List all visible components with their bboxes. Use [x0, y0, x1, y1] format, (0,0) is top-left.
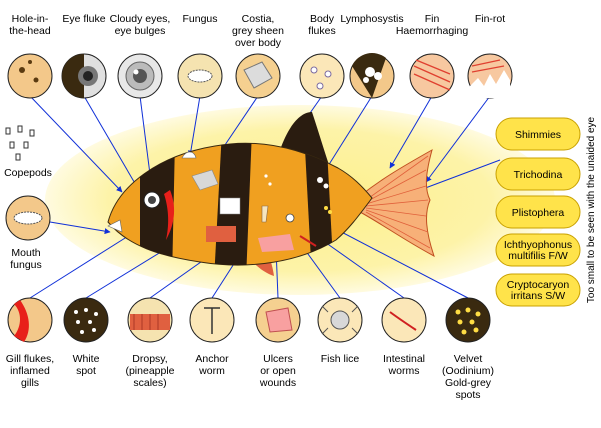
arrow-to-fish-lines — [419, 159, 501, 191]
inflamed-gill — [164, 190, 175, 240]
pill-label: Shimmies — [515, 129, 561, 141]
label-fish-lice: Fish lice — [321, 353, 360, 365]
fish-lice-mark — [285, 213, 295, 223]
pill-ichthyophonus — [495, 233, 581, 267]
fish-lice-icon — [317, 297, 363, 343]
pill-plistophera — [495, 195, 581, 229]
label-fungus: Fungus — [182, 13, 217, 25]
dropsy-icon — [127, 297, 173, 343]
small-items-list: ShimmiesTrichodinaPlistopheraIchthyophon… — [495, 117, 581, 307]
label-cloudy-eye: Cloudy eyes,eye bulges — [110, 13, 171, 37]
fin-haemorrhaging-icon — [409, 53, 455, 99]
mouth-fungus-tuft — [107, 219, 123, 233]
costia-patch — [191, 169, 219, 191]
body-flukes-icon — [299, 53, 345, 99]
label-hole-in-the-head: Hole-in-the-head — [9, 13, 51, 37]
left-icons — [5, 125, 51, 241]
velvet-icon — [445, 297, 491, 343]
anchor-worm-mark — [261, 205, 269, 223]
mouth-fungus-icon — [5, 195, 51, 241]
label-fin-rot: Fin-rot — [475, 13, 505, 25]
dropsy-patch — [206, 226, 236, 242]
label-eye-fluke: Eye fluke — [62, 13, 105, 25]
anchor-worm-icon — [189, 297, 235, 343]
label-lymphosystis: Lymphosystis — [340, 13, 403, 25]
arrow-fin-rot — [425, 95, 491, 183]
arrow-eye-fluke — [83, 95, 141, 193]
ulcer-patch — [258, 234, 294, 252]
eye-fluke-icon — [61, 53, 107, 99]
intestinal-worms-icon — [381, 297, 427, 343]
white-spot-patch — [219, 197, 241, 215]
white-spot-icon — [63, 297, 109, 343]
arrow-velvet — [329, 225, 469, 299]
cloudy-eye-icon — [117, 53, 163, 99]
side-caption: Too small to be seen with the unaided ey… — [586, 116, 597, 303]
pill-shimmies — [495, 117, 581, 151]
labels-layer: Hole-in-the-head Eye fluke Cloudy eyes,eye… — [4, 13, 505, 401]
bottom-icons — [7, 297, 491, 343]
hole-in-the-head-icon — [7, 53, 53, 99]
ulcer-icon — [255, 297, 301, 343]
arrow-fungus — [187, 95, 201, 157]
pill-cryptocaryon — [495, 273, 581, 307]
fin-rot-icon — [467, 53, 513, 99]
arrow-intestinal-worms — [321, 239, 405, 299]
fungus-tuft — [181, 151, 197, 159]
label-copepods: Copepods — [4, 167, 52, 179]
arrow-fin-haemorrhaging — [389, 95, 433, 169]
copepods-icon — [5, 125, 35, 161]
costia-icon — [235, 53, 281, 99]
gill-flukes-icon — [7, 297, 53, 343]
top-icons — [7, 53, 513, 99]
pill-label: Plistophera — [512, 207, 565, 219]
pill-label: Trichodina — [514, 169, 563, 181]
arrow-hole-in-the-head — [29, 95, 123, 193]
clown-loach-fish — [107, 112, 435, 276]
lymphosystis-icon — [349, 53, 395, 99]
fungus-icon — [177, 53, 223, 99]
tail-rays — [365, 155, 431, 249]
pill-trichodina — [495, 157, 581, 191]
arrow-mouth-fungus — [49, 221, 111, 235]
intestinal-worm-mark — [299, 235, 317, 247]
